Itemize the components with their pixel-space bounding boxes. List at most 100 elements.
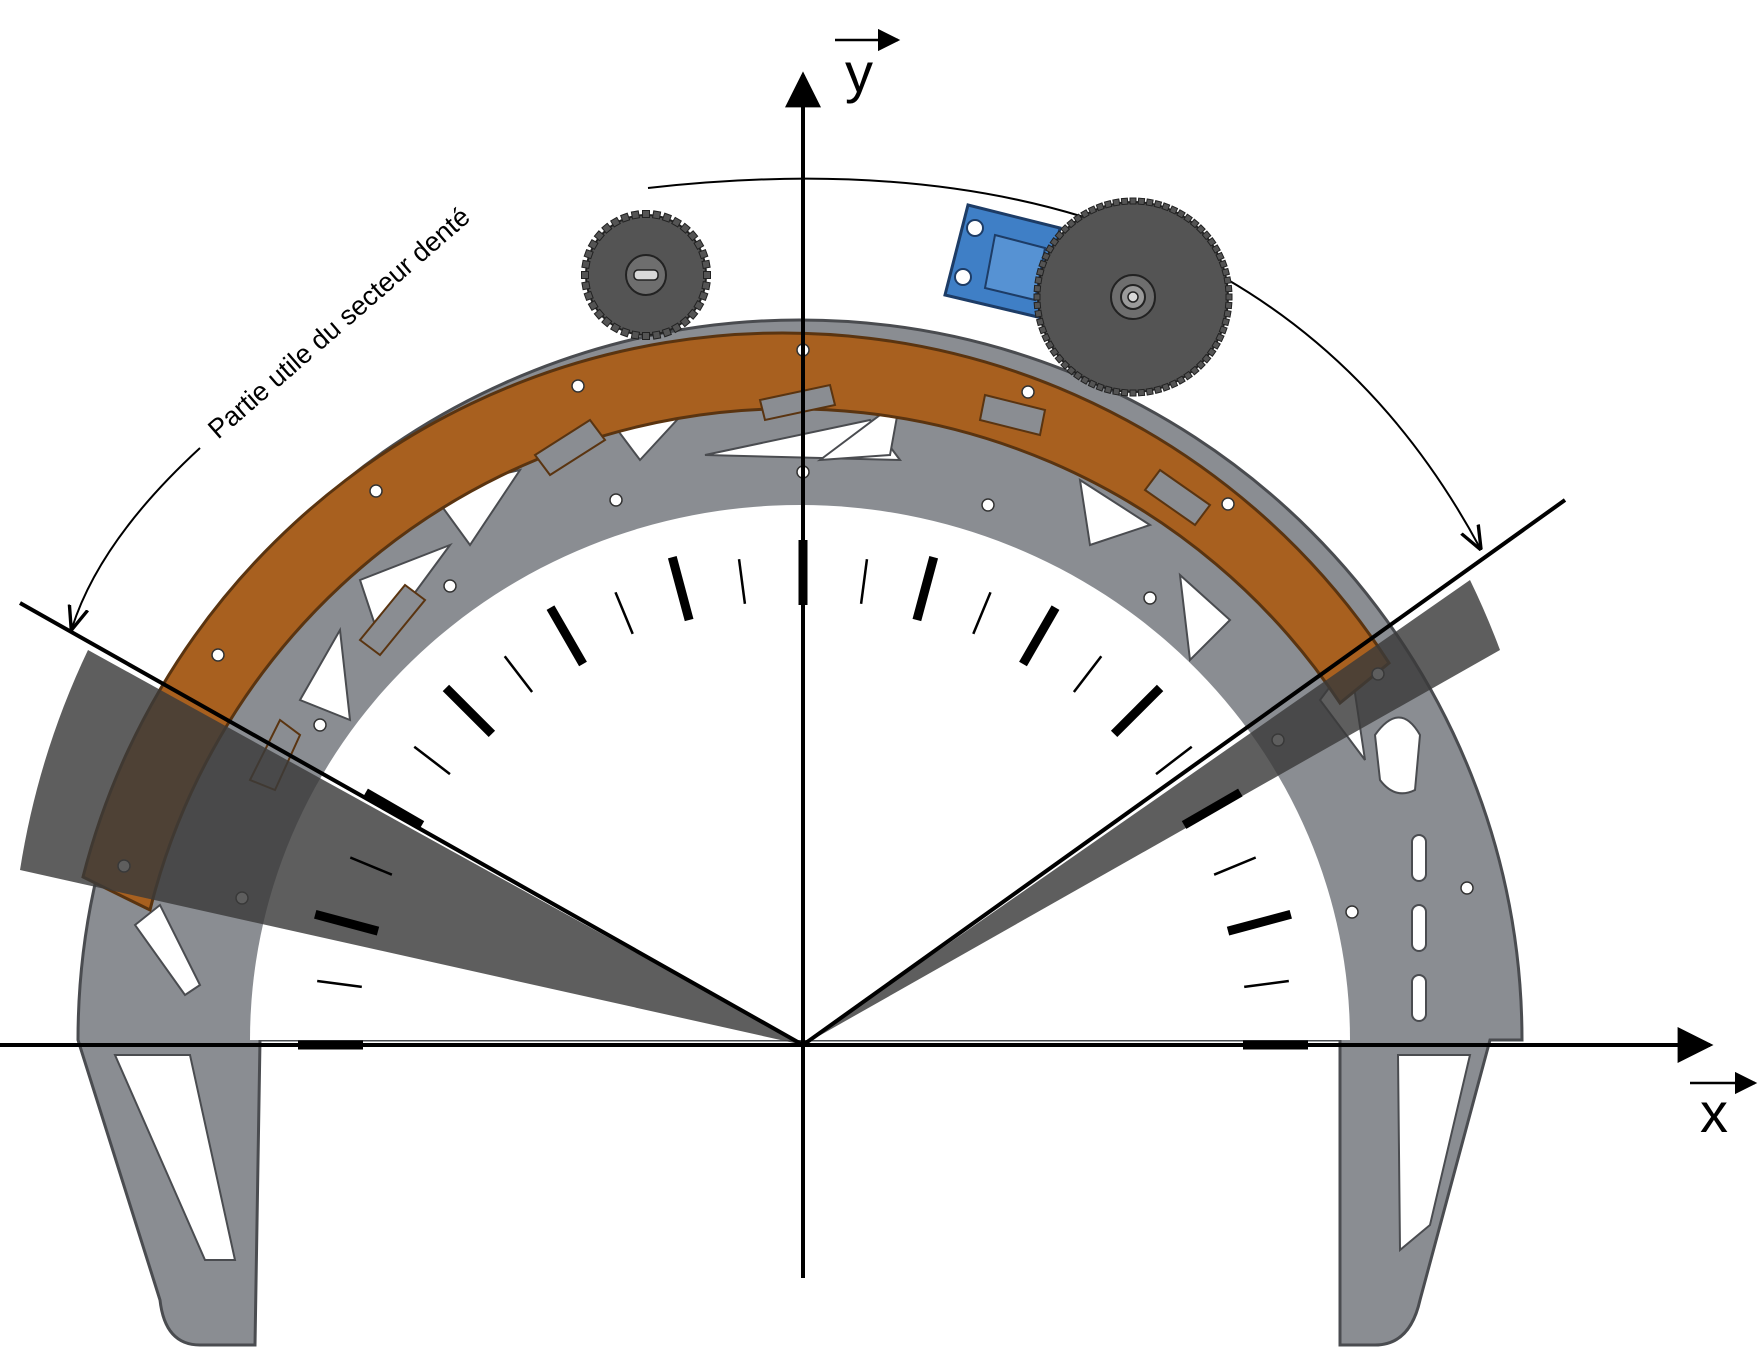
- gear-tooth: [661, 212, 672, 223]
- scale-tick-minor: [1244, 979, 1289, 989]
- gear-tooth: [1066, 365, 1077, 376]
- gear-tooth: [587, 239, 599, 250]
- gear-tooth: [620, 212, 631, 223]
- gear-tooth: [1045, 340, 1055, 350]
- useful-part-caption: Partie utile du secteur denté: [202, 201, 475, 444]
- gear-tooth: [1223, 276, 1232, 285]
- gear-tooth: [1033, 293, 1041, 301]
- gear-tooth: [583, 290, 594, 301]
- left-leg-cutout: [113, 1054, 237, 1261]
- gear-tooth: [1201, 230, 1212, 241]
- gear-tooth: [687, 230, 699, 242]
- scale-tick-minor: [1072, 655, 1103, 693]
- scale-tick-minor: [1213, 856, 1257, 876]
- gear-tooth: [1153, 199, 1163, 209]
- gear-tooth: [687, 308, 699, 320]
- gear-tooth: [587, 300, 599, 311]
- scale-tick-minor: [737, 559, 747, 604]
- frame-slots: [1373, 716, 1427, 1022]
- gear-tooth: [1120, 388, 1129, 397]
- gear-tooth: [1211, 340, 1221, 350]
- gear-tooth: [701, 280, 711, 291]
- gear-tooth: [1211, 244, 1221, 254]
- gear-tooth: [1195, 359, 1206, 370]
- gear-tooth: [630, 210, 641, 220]
- scale-tick-major: [912, 556, 939, 622]
- scale-tick-major: [1181, 788, 1243, 829]
- scale-tick-minor: [349, 856, 393, 876]
- gear-tooth: [581, 271, 589, 279]
- scale-tick-major: [1110, 684, 1164, 738]
- left-arch-cutout: [133, 903, 202, 997]
- scale-tick-minor: [1155, 745, 1193, 776]
- gear-tooth: [1112, 198, 1121, 207]
- gear-tooth: [1060, 359, 1071, 370]
- gear-tooth: [1218, 325, 1228, 335]
- scale-tick-major: [363, 788, 425, 829]
- gear-tooth: [1221, 317, 1231, 327]
- gear-tooth: [1066, 218, 1077, 229]
- gear-tooth: [1054, 353, 1065, 364]
- gear-tooth: [1225, 293, 1233, 301]
- gear-tooth: [610, 216, 621, 228]
- gear-tooth: [1095, 382, 1105, 392]
- gear-tooth: [1120, 197, 1129, 206]
- gear-tooth: [1145, 387, 1154, 396]
- gear-tooth: [1033, 284, 1042, 293]
- gear-tooth: [1223, 309, 1232, 318]
- gear-tooth: [1224, 301, 1233, 310]
- gear-tooth: [601, 222, 613, 234]
- gear-tooth: [642, 332, 650, 340]
- gear-tooth: [1033, 301, 1042, 310]
- gear-tooth: [593, 308, 605, 320]
- scale-tick-major: [442, 684, 496, 738]
- gear-tooth: [1087, 205, 1098, 215]
- gear-tooth: [1189, 218, 1200, 229]
- gear-tooth: [1095, 202, 1105, 212]
- gear-tooth: [1176, 209, 1186, 219]
- gear-tooth: [1183, 370, 1193, 381]
- gear-tooth: [1183, 213, 1193, 224]
- gear-tooth: [1215, 251, 1225, 262]
- gear-tooth: [1218, 259, 1228, 269]
- gear-tooth: [1112, 387, 1121, 396]
- gear-tooth: [1103, 199, 1113, 209]
- gear-tooth: [671, 216, 682, 228]
- gear-tooth: [1080, 209, 1090, 219]
- gear-tooth: [1060, 224, 1071, 235]
- scale-tick-minor: [614, 591, 634, 635]
- left-limit-shadow: [20, 650, 803, 1045]
- gear-tooth: [1035, 317, 1045, 327]
- gear-tooth: [642, 210, 650, 218]
- gear-tooth: [1038, 259, 1048, 269]
- scale-tick-minor: [317, 979, 362, 989]
- gear-tooth: [651, 330, 662, 340]
- gear-tooth: [679, 316, 691, 328]
- gear-tooth: [1137, 197, 1146, 206]
- gear-tooth: [1073, 370, 1083, 381]
- gear-tooth: [1206, 347, 1217, 357]
- gear-tooth: [698, 249, 709, 260]
- gear-tooth: [701, 259, 711, 270]
- useful-part-arc: [72, 447, 201, 628]
- gear-tooth: [1073, 213, 1083, 224]
- gear-tooth: [601, 316, 613, 328]
- gear-tooth: [620, 327, 631, 338]
- gear-tooth: [1038, 325, 1048, 335]
- gear-tooth: [1034, 309, 1043, 318]
- gear-tooth: [610, 322, 621, 334]
- gear-tooth: [1054, 230, 1065, 241]
- gear-tooth: [1206, 237, 1217, 247]
- gear-tooth: [703, 271, 711, 279]
- gear-tooth: [1176, 375, 1186, 385]
- gear-tooth: [1049, 347, 1060, 357]
- gear-tooth: [1195, 224, 1206, 235]
- gear-tooth: [1153, 385, 1163, 395]
- large-gear-icon: [1033, 197, 1233, 397]
- gear-tooth: [1168, 379, 1179, 389]
- gear-tooth: [693, 300, 705, 311]
- gear-tooth: [583, 249, 594, 260]
- gear-tooth: [581, 259, 591, 270]
- gear-tooth: [581, 280, 591, 291]
- gear-tooth: [1034, 276, 1043, 285]
